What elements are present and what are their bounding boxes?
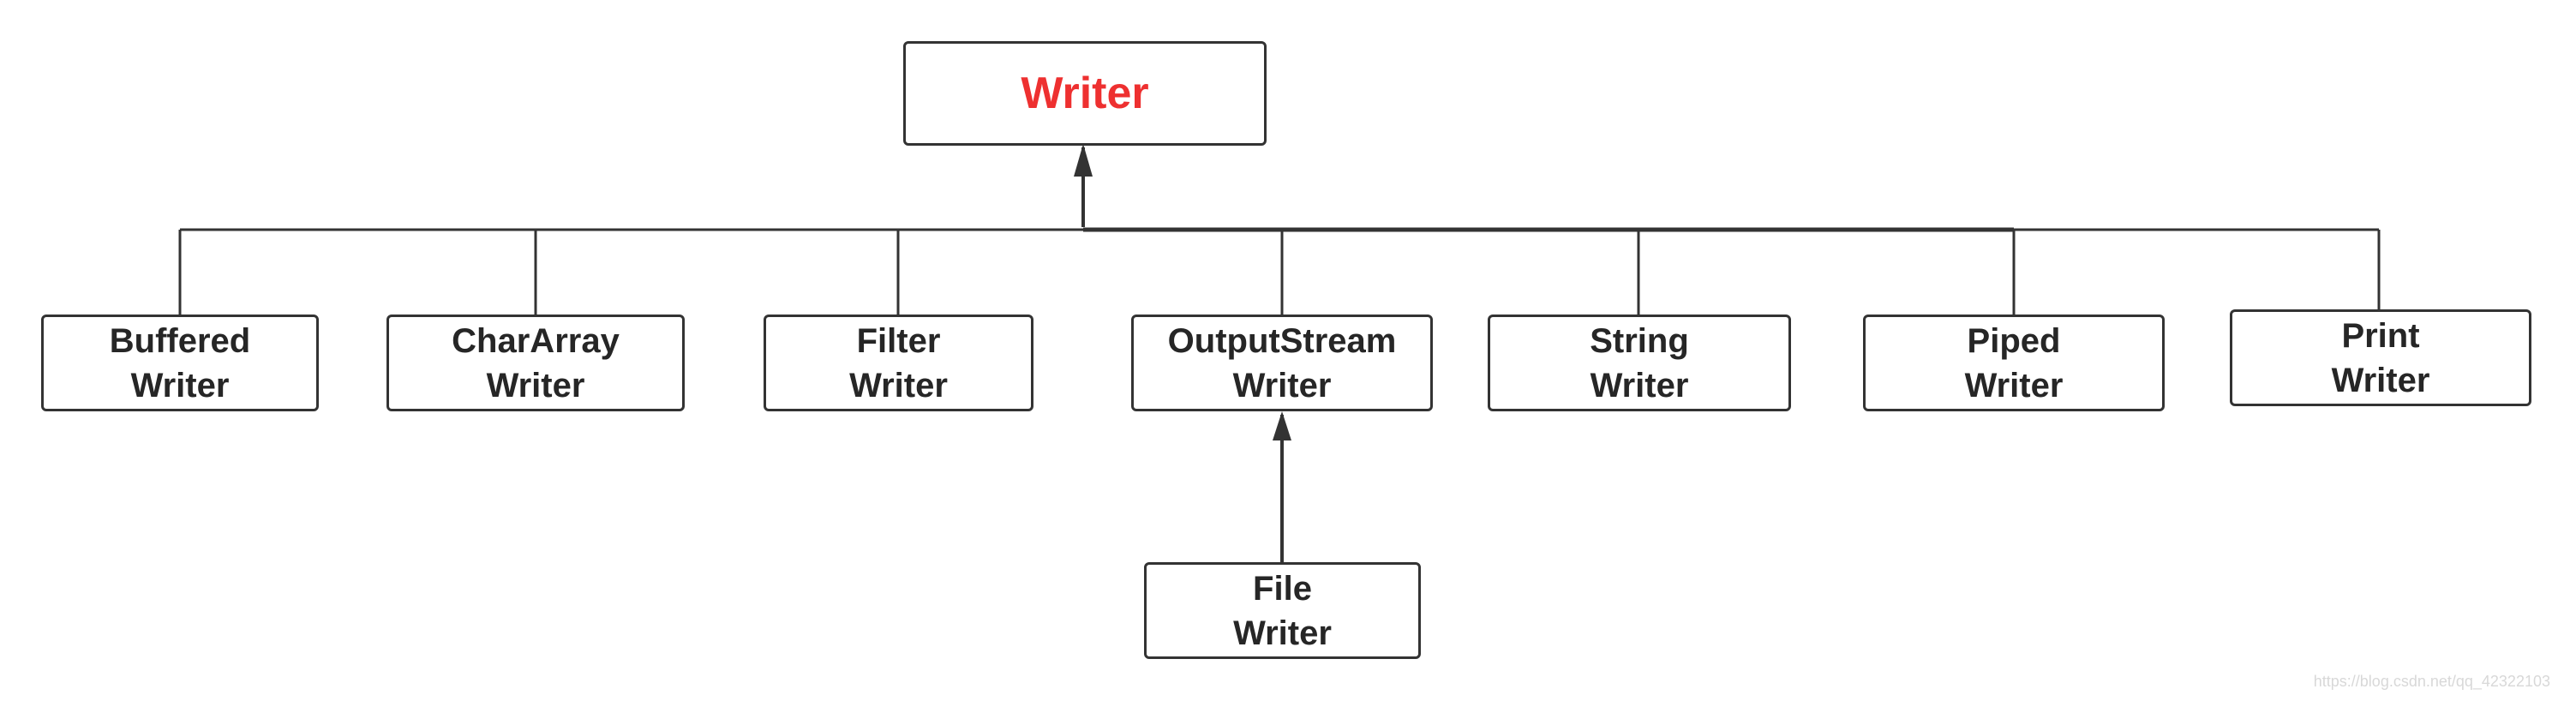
node-string-writer[interactable]: String Writer xyxy=(1488,315,1791,411)
node-line-1: File xyxy=(1253,569,1312,608)
node-line-1: Piped xyxy=(1967,321,2061,360)
root-node-label: Writer xyxy=(1021,69,1149,118)
node-line-2: Writer xyxy=(1232,366,1332,404)
node-outputstream-writer[interactable]: OutputStream Writer xyxy=(1131,315,1433,411)
node-line-1: Filter xyxy=(856,321,941,360)
node-line-2: Writer xyxy=(1233,614,1332,652)
node-line-1: CharArray xyxy=(452,321,620,360)
node-line-2: Writer xyxy=(130,366,230,404)
node-line-2: Writer xyxy=(1964,366,2064,404)
node-print-writer[interactable]: Print Writer xyxy=(2230,309,2531,406)
node-line-1: OutputStream xyxy=(1167,321,1397,360)
node-buffered-writer[interactable]: Buffered Writer xyxy=(41,315,319,411)
watermark-text: https://blog.csdn.net/qq_42322103 xyxy=(2313,673,2550,690)
node-line-1: Print xyxy=(2341,316,2420,355)
node-chararray-writer[interactable]: CharArray Writer xyxy=(386,315,685,411)
node-line-2: Writer xyxy=(1590,366,1689,404)
node-line-1: String xyxy=(1590,321,1689,360)
root-arrowhead xyxy=(1074,144,1093,177)
node-filter-writer[interactable]: Filter Writer xyxy=(764,315,1033,411)
node-line-1: Buffered xyxy=(109,321,251,360)
node-line-2: Writer xyxy=(486,366,585,404)
node-line-2: Writer xyxy=(2331,361,2430,399)
node-line-2: Writer xyxy=(849,366,948,404)
file-writer-arrowhead xyxy=(1273,411,1291,440)
root-node-writer[interactable]: Writer xyxy=(903,41,1267,146)
node-piped-writer[interactable]: Piped Writer xyxy=(1863,315,2165,411)
node-file-writer[interactable]: File Writer xyxy=(1144,562,1421,659)
